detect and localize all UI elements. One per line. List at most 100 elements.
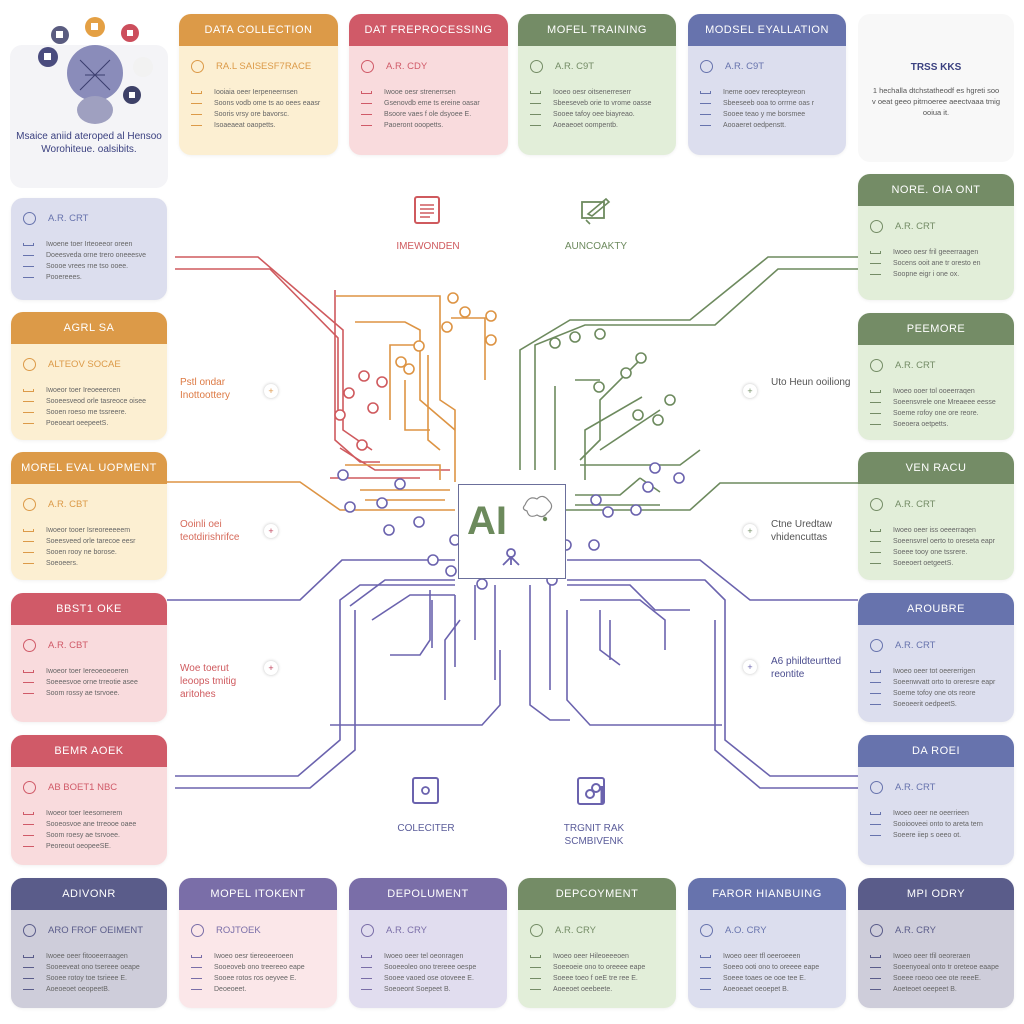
- dash-icon: [191, 966, 202, 969]
- card-line: Sooeosvoe ane trreooe oaee: [23, 819, 157, 830]
- dash-icon: [361, 124, 372, 127]
- card-line-text: Iwoeo oeer tfl oeeroeeen: [723, 953, 801, 960]
- card-line: Sooen rooy ne borose.: [23, 547, 157, 558]
- card-line-text: Iwoeo ooer tol ooeerraqen: [893, 388, 975, 395]
- card-line-text: Bsoore vaes f ole dsyoee E.: [384, 111, 472, 118]
- card-line-text: Iwoeo oeer tel oeonragen: [384, 953, 464, 960]
- dash-icon: [23, 265, 34, 268]
- card-line-text: Iwoeo oeer tot oeererrigen: [893, 668, 976, 675]
- dash-icon: [530, 977, 541, 980]
- card-line-text: Soeee toaes oe ooe tee E.: [723, 975, 806, 982]
- card-line-text: Socens ooit ane tr oresto en: [893, 260, 981, 267]
- dash-icon: [530, 91, 541, 94]
- plus-icon[interactable]: +: [743, 524, 757, 538]
- card-line-text: Sbeeseveb orie to vrome oasse: [553, 100, 652, 107]
- card-subtitle: A.R. CRT: [48, 213, 89, 224]
- card-line-text: Iwoee oeer fitooeerraagen: [46, 953, 128, 960]
- card-line: Iooiaia oeer Ierpeneernsen: [191, 87, 328, 98]
- card-subtitle-row: A.R. CRT: [870, 639, 1004, 652]
- plus-icon[interactable]: +: [743, 384, 757, 398]
- dash-icon: [870, 273, 881, 276]
- dash-icon: [530, 955, 541, 958]
- side-label-left-1: Pstl ondar Inottoottery: [180, 377, 231, 401]
- card-line-text: Soom roesy ae tsrvoee.: [46, 832, 120, 839]
- card-line: Iwoeor tooer Isreoreeeeem: [23, 525, 157, 536]
- plus-icon[interactable]: +: [264, 384, 278, 398]
- card-line-text: Soeee toeo f oeE tre ree E.: [553, 975, 638, 982]
- card-line-text: Paoeront ooopetts.: [384, 122, 444, 129]
- card-title: MOPEL ITOKENT: [179, 878, 337, 910]
- card-line: Doeesveda orne trero oneeesve: [23, 250, 157, 261]
- card-line: Soooe vrees rne tso ooee.: [23, 261, 157, 272]
- card-title: DATA COLLECTION: [179, 14, 338, 46]
- card-subtitle-row: A.R. C9T: [700, 60, 836, 73]
- card-line: Iooeo oesr oitsenerreserr: [530, 87, 666, 98]
- dash-icon: [191, 955, 202, 958]
- card-subtitle: A.R. C9T: [555, 61, 595, 72]
- plus-icon[interactable]: +: [264, 661, 278, 675]
- dash-icon: [23, 692, 34, 695]
- document-icon: [414, 196, 440, 224]
- card-subtitle-row: ALTEOV SOCAE: [23, 358, 157, 371]
- card-subtitle-row: A.R. C9T: [530, 60, 666, 73]
- card-line-text: Aoeoeoet oeopeetB.: [46, 986, 110, 993]
- plus-icon[interactable]: +: [264, 524, 278, 538]
- card-line: Ineme ooev rereopteyreon: [700, 87, 836, 98]
- plus-icon[interactable]: +: [743, 660, 757, 674]
- card-line-text: Sooris vrsy ore bavorsc.: [214, 111, 290, 118]
- card-subtitle: AB BOET1 NBC: [48, 782, 118, 793]
- card-line-text: Poeoeart oeepeetS.: [46, 420, 109, 427]
- card-line: Sooee tafoy oee biayreao.: [530, 109, 666, 120]
- dash-icon: [870, 540, 881, 543]
- card-line-text: Soeenwvatt orto to oreresre eapr: [893, 679, 996, 686]
- dash-icon: [23, 243, 34, 246]
- card-line: Deoeoeet.: [191, 984, 327, 995]
- dash-icon: [870, 251, 881, 254]
- card-subtitle-row: A.R. CRY: [870, 924, 1004, 937]
- card-line-text: Iwoeo oesr fril geeerraagen: [893, 249, 979, 256]
- circle-icon: [23, 358, 36, 371]
- card-subtitle-row: ROJTOEK: [191, 924, 327, 937]
- card-line-text: Iwoene toer Irteoeeor oreen: [46, 241, 133, 248]
- dash-icon: [870, 412, 881, 415]
- card-subtitle: A.R. CRT: [895, 360, 936, 371]
- card-line-text: Isoaeaeat oaopetts.: [214, 122, 276, 129]
- circle-icon: [23, 498, 36, 511]
- dash-icon: [23, 540, 34, 543]
- card-line: Soeee toeo f oeE tre ree E.: [530, 973, 666, 984]
- dash-icon: [23, 845, 34, 848]
- card-line-text: Sooee vaoed ose otoveee E.: [384, 975, 474, 982]
- card-line-text: Soons vodb ome ts ao oees eaasr: [214, 100, 321, 107]
- card-line-text: Sooen roeso me tssreere.: [46, 409, 127, 416]
- dash-icon: [700, 988, 711, 991]
- card-line-text: Soeee roeoo oee ote reeeE.: [893, 975, 981, 982]
- dash-icon: [700, 102, 711, 105]
- side-label-right-1: Uto Heun ooiliong: [771, 377, 851, 388]
- card-line-text: Soeesveed orle tarecoe eesr: [46, 538, 136, 545]
- dash-icon: [870, 823, 881, 826]
- card-line: Iwoeo oeer iss oeeerraqen: [870, 525, 1004, 536]
- dash-icon: [361, 988, 372, 991]
- card-line-text: Soeoeerit oedpeetS.: [893, 701, 957, 708]
- side-label-left-2: Ooinli oei teotdirishrifce: [180, 519, 240, 543]
